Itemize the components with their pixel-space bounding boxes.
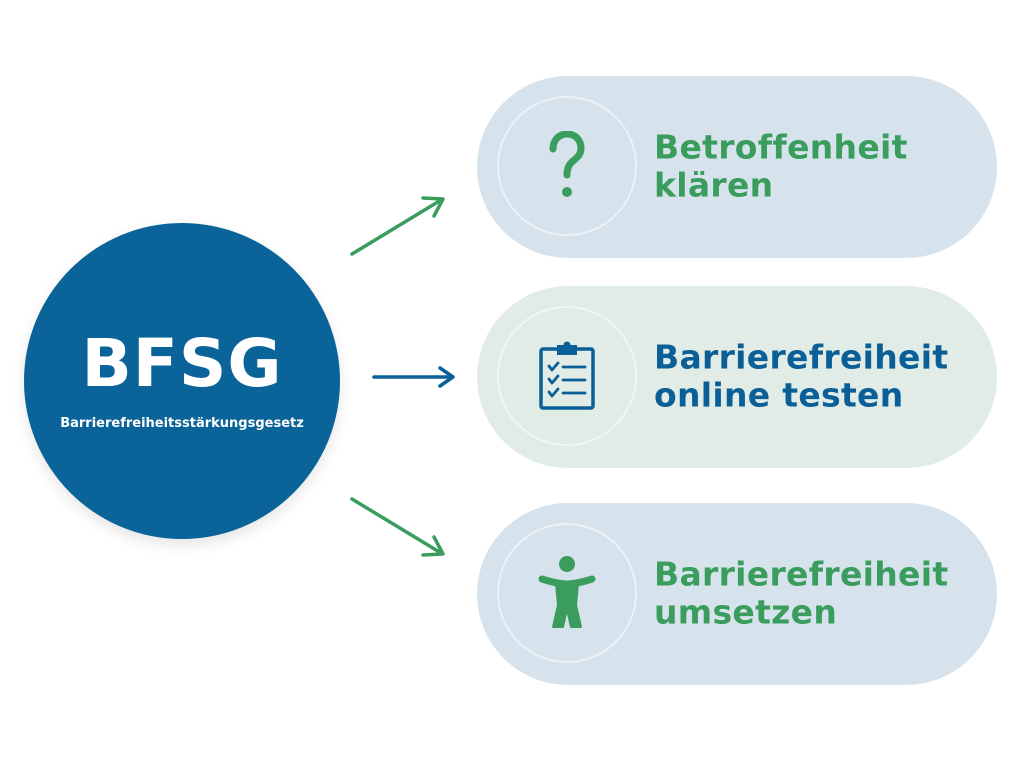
step-2-label: Barrierefreiheit online testen xyxy=(654,337,949,416)
arrow-to-step-3 xyxy=(350,497,445,557)
step-1-line-2: klären xyxy=(654,166,774,205)
step-1-label: Betroffenheit klären xyxy=(654,127,908,206)
step-2-icon-circle xyxy=(497,306,637,446)
clipboard-checklist-icon xyxy=(539,341,595,410)
step-online-testen: Barrierefreiheit online testen xyxy=(477,286,997,468)
step-3-icon-circle xyxy=(497,523,637,663)
question-mark-icon xyxy=(549,131,585,197)
step-betroffenheit: Betroffenheit klären xyxy=(477,76,997,258)
step-2-line-1: Barrierefreiheit xyxy=(654,337,949,377)
step-2-line-2: online testen xyxy=(654,376,904,415)
arrow-to-step-2 xyxy=(372,366,455,388)
step-3-line-1: Barrierefreiheit xyxy=(654,554,949,594)
step-3-label: Barrierefreiheit umsetzen xyxy=(654,554,949,633)
step-3-line-2: umsetzen xyxy=(654,593,838,632)
accessibility-person-icon xyxy=(538,556,596,628)
step-1-line-1: Betroffenheit xyxy=(654,127,908,167)
step-1-icon-circle xyxy=(497,96,637,236)
hub-subtitle: Barrierefreiheitsstärkungsgesetz xyxy=(60,416,304,431)
arrow-to-step-1 xyxy=(350,196,445,256)
step-umsetzen: Barrierefreiheit umsetzen xyxy=(477,503,997,685)
bfsg-hub-circle: BFSG Barrierefreiheitsstärkungsgesetz xyxy=(24,223,340,539)
hub-title: BFSG xyxy=(81,325,283,402)
